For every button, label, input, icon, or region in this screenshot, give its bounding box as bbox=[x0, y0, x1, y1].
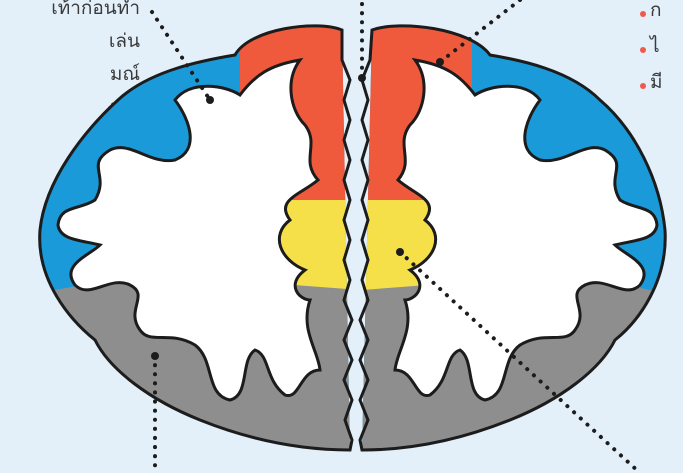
right-hemisphere bbox=[360, 0, 683, 473]
pointer-dot-frontal-right bbox=[436, 58, 444, 66]
pointer-dot-center bbox=[358, 74, 366, 82]
left-hemisphere bbox=[0, 0, 360, 473]
pointer-dot-temporal-right bbox=[396, 248, 404, 256]
pointer-dot-occipital-left bbox=[151, 352, 159, 360]
pointer-dot-parietal-left bbox=[206, 96, 214, 104]
